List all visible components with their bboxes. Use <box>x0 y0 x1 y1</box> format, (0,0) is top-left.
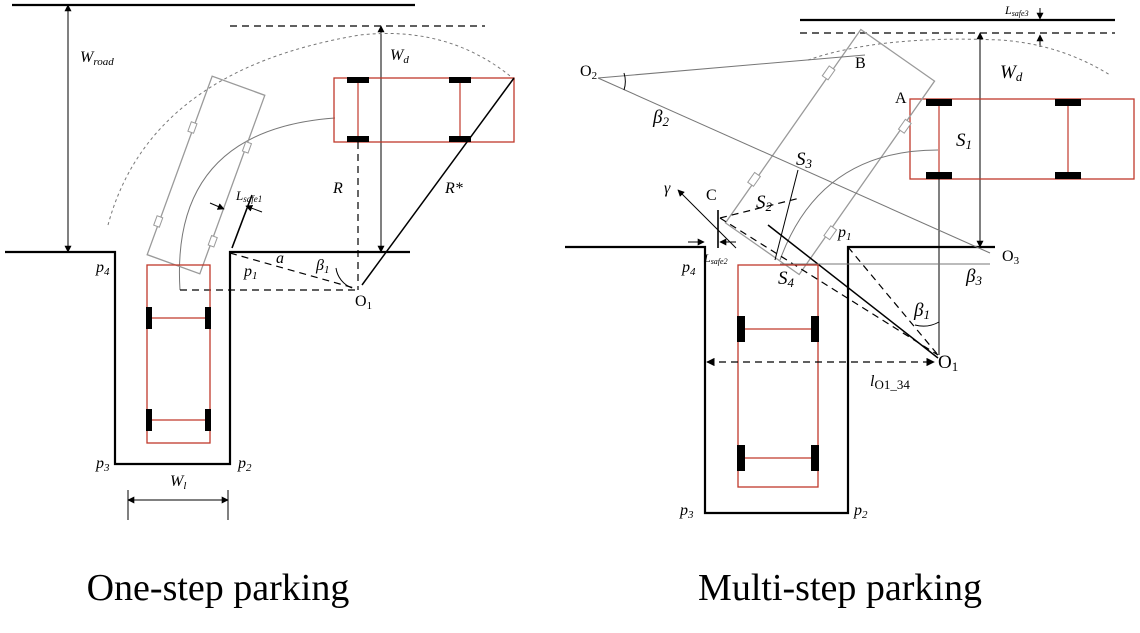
trajectory-arc <box>178 117 336 291</box>
wheel <box>146 409 152 431</box>
o2-line-bottom <box>597 77 991 254</box>
c-dashed <box>719 197 801 219</box>
p1-label: p1 <box>243 263 258 282</box>
wheel <box>926 99 952 106</box>
right-caption: Multi-step parking <box>698 567 982 609</box>
vehicle-body <box>146 264 211 444</box>
initial-vehicle <box>737 264 819 488</box>
beta2-label: β2 <box>652 107 669 129</box>
s4-label: S4 <box>778 268 795 290</box>
beta2-arc <box>623 72 626 91</box>
p3-label: p3 <box>679 502 694 521</box>
gamma-label: γ <box>664 180 671 197</box>
p2-label: p2 <box>853 502 868 521</box>
wheel <box>926 172 952 179</box>
wheel <box>347 136 369 142</box>
wheel <box>737 445 745 471</box>
w-road-label: Wroad <box>80 49 114 68</box>
vehicle-body <box>737 264 819 488</box>
wheel <box>449 77 471 83</box>
wheel <box>146 307 152 329</box>
o1-diagonal <box>229 252 355 289</box>
solid-to-o1 <box>767 224 939 359</box>
right-panel: Lsafe3 Wd S1 B A <box>565 3 1135 609</box>
wheel <box>811 316 819 342</box>
s3-label: S3 <box>796 149 813 171</box>
wheel <box>449 136 471 142</box>
wheel <box>205 307 211 329</box>
vehicle-body <box>146 75 266 275</box>
b-label: B <box>855 55 866 72</box>
p3-label: p3 <box>95 455 110 474</box>
outer-arc <box>807 38 1111 76</box>
intermediate-vehicle <box>146 75 266 275</box>
o3-label: O3 <box>1002 248 1020 267</box>
left-panel: Wroad Wd R R* <box>5 3 516 609</box>
l-safe3-label: Lsafe3 <box>1004 3 1029 18</box>
beta3-label: β3 <box>965 266 982 288</box>
p4-label: p4 <box>681 259 696 278</box>
r-star-line <box>361 77 515 286</box>
beta1-arc <box>335 267 353 289</box>
beta1-label: β1 <box>315 257 329 276</box>
wheel <box>1055 172 1081 179</box>
l-o1-34-label: lO1_34 <box>870 373 910 392</box>
a-label: A <box>895 90 907 107</box>
l-safe2-label: Lsafe2 <box>703 251 728 266</box>
s1-label: S1 <box>956 130 972 152</box>
final-vehicle <box>333 77 515 143</box>
vehicle-body <box>724 28 936 276</box>
o1-label: O1 <box>938 352 958 374</box>
c-label: C <box>706 187 717 204</box>
vehicle-body <box>909 98 1135 180</box>
intermediate-vehicle <box>724 28 936 276</box>
o2-label: O2 <box>580 63 597 82</box>
wheel <box>811 445 819 471</box>
o2-line-top <box>597 54 866 79</box>
wheel <box>1055 99 1081 106</box>
final-vehicle <box>909 98 1135 180</box>
s2-label: S2 <box>756 192 773 214</box>
safe-boundary-line <box>231 194 253 249</box>
initial-vehicle <box>146 264 211 444</box>
beta1-arc <box>914 321 940 327</box>
o1-label: O1 <box>355 293 372 312</box>
r-star-label: R* <box>444 180 463 197</box>
w-d-label: Wd <box>1000 62 1023 84</box>
p1-to-o1 <box>847 246 939 356</box>
vehicle-body <box>333 77 515 143</box>
alpha-label: a <box>276 250 284 267</box>
l-safe1-label: Lsafe1 <box>235 188 262 204</box>
p4-label: p4 <box>95 259 110 278</box>
p1-label: p1 <box>837 224 852 243</box>
p2-label: p2 <box>237 455 252 474</box>
gamma-arrow <box>677 189 737 249</box>
parking-slot-outline <box>5 250 410 466</box>
beta1-label: β1 <box>913 300 930 322</box>
left-caption: One-step parking <box>87 567 350 609</box>
wheel <box>205 409 211 431</box>
w-d-label: Wd <box>390 47 409 66</box>
outer-arc <box>107 32 516 226</box>
trajectory-arc <box>779 149 939 261</box>
s3-pointer <box>774 169 799 261</box>
wheel <box>737 316 745 342</box>
w-l-label: Wl <box>170 473 186 492</box>
parking-slot-outline <box>565 245 995 515</box>
c-to-o1 <box>719 217 939 356</box>
r-label: R <box>332 180 343 197</box>
wheel <box>347 77 369 83</box>
